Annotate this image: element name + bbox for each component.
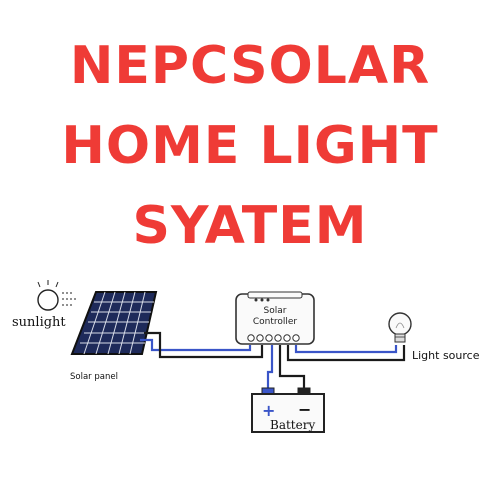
title-line-1: NEPCSOLAR bbox=[69, 36, 431, 96]
page-title: NEPCSOLAR HOME LIGHT SYATEM bbox=[0, 26, 500, 266]
solar-panel-label: Solar panel bbox=[70, 372, 118, 382]
title-line-3: SYATEM bbox=[132, 196, 368, 256]
battery-minus-sign: − bbox=[298, 400, 311, 419]
battery-wires bbox=[266, 345, 306, 392]
light-bulb-icon bbox=[388, 312, 412, 343]
panel-wires bbox=[140, 331, 264, 359]
battery-plus-sign: + bbox=[262, 401, 275, 420]
sun-icon bbox=[37, 280, 76, 311]
title-line-2: HOME LIGHT bbox=[61, 116, 439, 176]
sunlight-label: sunlight bbox=[12, 315, 66, 330]
controller-label-line2: Controller bbox=[253, 317, 298, 327]
battery-label: Battery bbox=[270, 418, 315, 432]
battery-icon bbox=[251, 387, 325, 433]
light-source-label: Light source bbox=[412, 349, 480, 362]
controller-label-line1: Solar bbox=[264, 306, 287, 316]
light-wires bbox=[286, 345, 406, 362]
solar-panel-icon bbox=[70, 291, 158, 355]
controller-icon bbox=[235, 291, 315, 345]
